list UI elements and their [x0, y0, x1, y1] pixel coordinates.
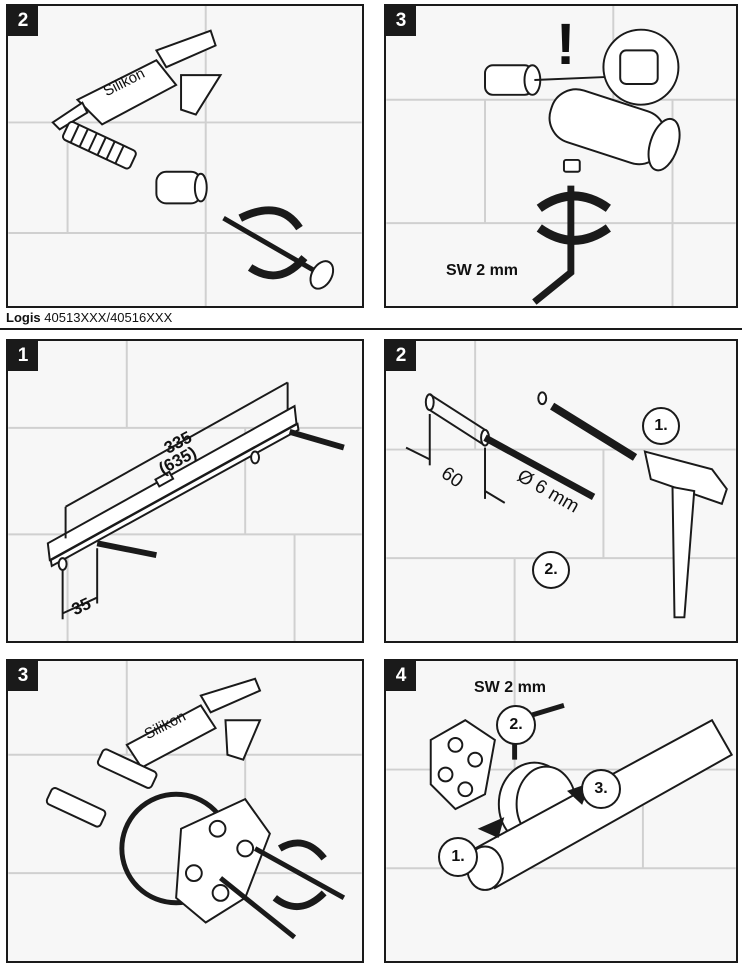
- panel-step-4: 4 SW 2 mm 1. 2. 3.: [384, 659, 738, 963]
- panel-step-1: 1 335 (635) 35: [6, 339, 364, 643]
- silicone-mounting-plate-illustration: [8, 661, 362, 940]
- bar-mount-tighten-illustration: [386, 661, 736, 891]
- step-number: 4: [386, 661, 416, 691]
- step-number: 3: [386, 6, 416, 36]
- tool-size-label: SW 2 mm: [474, 679, 547, 696]
- measure-drill-holes-illustration: [8, 341, 362, 641]
- silicone-tube-body: [75, 59, 178, 126]
- step-number: 1: [8, 341, 38, 371]
- substep-2-badge: 2.: [496, 705, 536, 745]
- panel-step-3: 3 Silikon: [6, 659, 364, 963]
- step-number: 2: [386, 341, 416, 371]
- panel-top-step-3: 3 ! SW 2 mm: [384, 4, 738, 308]
- brand-name: Logis: [6, 310, 41, 325]
- substep-1-badge: 1.: [642, 407, 680, 445]
- product-codes: 40513XXX/40516XXX: [44, 310, 173, 325]
- substep-1-badge: 1.: [438, 837, 478, 877]
- warning-symbol: !: [556, 12, 576, 77]
- silicone-dowel-screw-illustration: [8, 6, 362, 306]
- drill-and-dowel-illustration: [386, 341, 736, 641]
- step-number: 2: [8, 6, 38, 36]
- substep-3-badge: 3.: [581, 769, 621, 809]
- header-divider: [0, 328, 742, 330]
- panel-top-step-2: 2: [6, 4, 364, 308]
- product-header: Logis 40513XXX/40516XXX: [6, 310, 172, 325]
- level-bar: [46, 404, 298, 562]
- panel-step-2: 2 60 Ø 6 mm 1. 2.: [384, 339, 738, 643]
- hex-key-grub-screw-illustration: [386, 6, 736, 306]
- hammer-head: [643, 450, 728, 506]
- substep-2-badge: 2.: [532, 551, 570, 589]
- tool-size-label: SW 2 mm: [446, 262, 519, 279]
- step-number: 3: [8, 661, 38, 691]
